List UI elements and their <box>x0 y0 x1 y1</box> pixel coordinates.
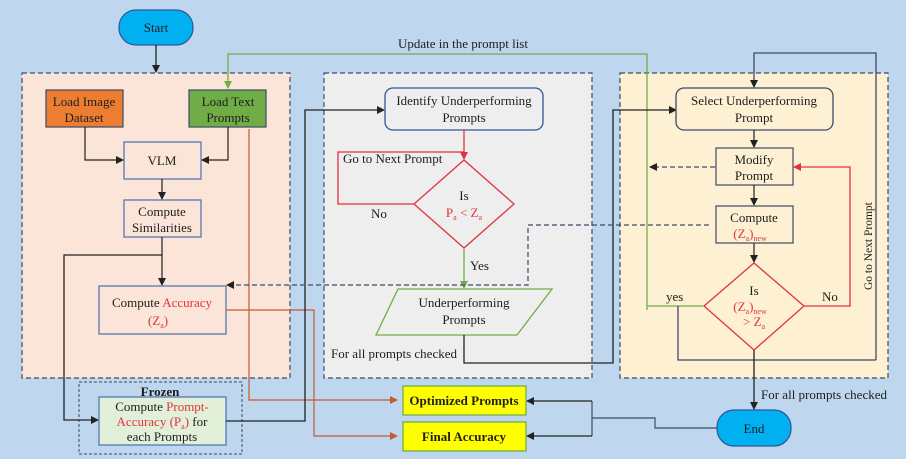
pa-highlight2: Accuracy (P <box>117 414 182 429</box>
decision-condition: Pa < Za <box>446 205 483 222</box>
compute-accuracy-box: Compute Accuracy (Za) <box>98 285 227 335</box>
za-open: (Z <box>148 313 160 328</box>
compute-za-new-box: Compute (Za)new <box>715 205 794 244</box>
pa-close: ) <box>185 414 189 429</box>
compute-accuracy-line1: Compute Accuracy <box>112 295 213 310</box>
za-new-symbol: (Za)new <box>733 226 767 243</box>
update-prompt-list-line <box>224 53 648 310</box>
compute-label: Compute <box>730 210 778 225</box>
go-next-prompt-vertical-label: Go to Next Prompt <box>863 201 875 290</box>
zn-new: new <box>753 234 767 243</box>
start-label: Start <box>144 20 169 35</box>
end-label: End <box>744 421 765 436</box>
vlm-box: VLM <box>123 141 202 180</box>
modify-line2: Prompt <box>735 168 774 183</box>
yes-label-middle: Yes <box>470 258 489 273</box>
modify-line1: Modify <box>735 152 775 167</box>
similarities-line2: Similarities <box>132 220 192 235</box>
decision2-line3: > Za <box>743 314 766 331</box>
arrow-underperforming-to-select <box>463 106 677 364</box>
identify-line1: Identify Underperforming <box>396 93 532 108</box>
cond-p: P <box>446 205 453 220</box>
cond-p-sub: a <box>453 213 457 222</box>
za-sub: a <box>160 321 164 330</box>
prompt-accuracy-line2: Accuracy (Pa) for <box>117 414 209 431</box>
final-accuracy-label: Final Accuracy <box>422 429 507 444</box>
prompt-accuracy-line3: each Prompts <box>127 429 197 444</box>
dashed-compute-to-accuracy <box>226 224 709 289</box>
decision2-line2: (Za)new <box>733 299 767 316</box>
zn-sub: a <box>746 234 750 243</box>
all-checked-label-right: For all prompts checked <box>761 387 887 402</box>
underperforming-line1: Underperforming <box>419 295 510 310</box>
loop-go-to-next-prompt <box>337 151 464 205</box>
arrow-image-to-vlm <box>84 127 124 164</box>
arrow-similarities-to-prompt-accuracy <box>63 254 162 424</box>
no-label-right: No <box>822 289 838 304</box>
start-terminal: Start <box>118 9 194 46</box>
d2-gt-sub: a <box>761 322 765 331</box>
load-image-dataset-box: Load Image Dataset <box>45 89 124 128</box>
prompt-accuracy-line1: Compute Prompt- <box>115 399 209 414</box>
no-label-middle: No <box>371 206 387 221</box>
load-text-prompts-box: Load Text Prompts <box>188 89 267 128</box>
underperforming-prompts-data: Underperforming Prompts <box>374 288 554 336</box>
load-image-line1: Load Image <box>53 94 116 109</box>
loop-yes-to-next <box>677 306 876 361</box>
select-line2: Prompt <box>735 110 774 125</box>
zn-open: (Z <box>733 226 745 241</box>
compute-prompt-accuracy-box: Compute Prompt- Accuracy (Pa) for each P… <box>98 396 227 446</box>
pa-highlight1: Prompt- <box>166 399 209 414</box>
decision-is-label: Is <box>459 188 468 203</box>
optimized-prompts-box: Optimized Prompts <box>402 385 527 416</box>
yes-label-right: yes <box>666 289 683 304</box>
optimized-prompts-label: Optimized Prompts <box>409 393 518 408</box>
update-prompt-list-label: Update in the prompt list <box>398 36 528 51</box>
cond-z-sub: a <box>479 213 483 222</box>
identify-line2: Prompts <box>442 110 485 125</box>
compute-prefix: Compute <box>112 295 162 310</box>
end-terminal: End <box>716 409 792 447</box>
za-symbol: (Za) <box>148 313 168 330</box>
pa-suffix: for <box>189 414 208 429</box>
pa-prefix: Compute <box>115 399 166 414</box>
d2-new: new <box>753 307 767 316</box>
d2-open: (Z <box>733 299 745 314</box>
loop-no-to-modify <box>793 163 851 307</box>
arrow-text-to-vlm <box>201 127 229 164</box>
d2-close: ) <box>749 299 753 314</box>
pa-sub: a <box>181 422 185 431</box>
arrow-prompt-accuracy-to-identify <box>226 106 385 422</box>
line-accuracy-to-final <box>226 309 398 440</box>
all-checked-label-middle: For all prompts checked <box>331 346 457 361</box>
compute-similarities-box: Compute Similarities <box>123 199 202 238</box>
vlm-label: VLM <box>148 153 177 168</box>
loop-top-to-select <box>750 52 877 360</box>
accuracy-highlight: Accuracy <box>162 295 212 310</box>
d2-gt: > Z <box>743 314 762 329</box>
select-underperforming-box: Select Underperforming Prompt <box>675 87 834 131</box>
decision2-is-label: Is <box>749 283 758 298</box>
go-next-prompt-label: Go to Next Prompt <box>343 151 443 166</box>
cond-op: < Z <box>457 205 479 220</box>
modify-prompt-box: Modify Prompt <box>715 147 794 186</box>
load-text-line2: Prompts <box>206 110 249 125</box>
similarities-line1: Compute <box>138 204 186 219</box>
line-end-to-outputs <box>592 417 717 429</box>
d2-sub: a <box>746 307 750 316</box>
zn-close: ) <box>749 226 753 241</box>
select-line1: Select Underperforming <box>691 93 817 108</box>
final-accuracy-box: Final Accuracy <box>402 421 527 452</box>
za-close: ) <box>164 313 168 328</box>
load-text-line1: Load Text <box>202 94 255 109</box>
frozen-region <box>78 381 243 455</box>
identify-underperforming-box: Identify Underperforming Prompts <box>384 87 544 131</box>
line-text-prompts-to-optimized <box>248 129 398 404</box>
underperforming-line2: Prompts <box>442 312 485 327</box>
load-image-line2: Dataset <box>65 110 104 125</box>
frozen-label: Frozen <box>141 384 181 399</box>
